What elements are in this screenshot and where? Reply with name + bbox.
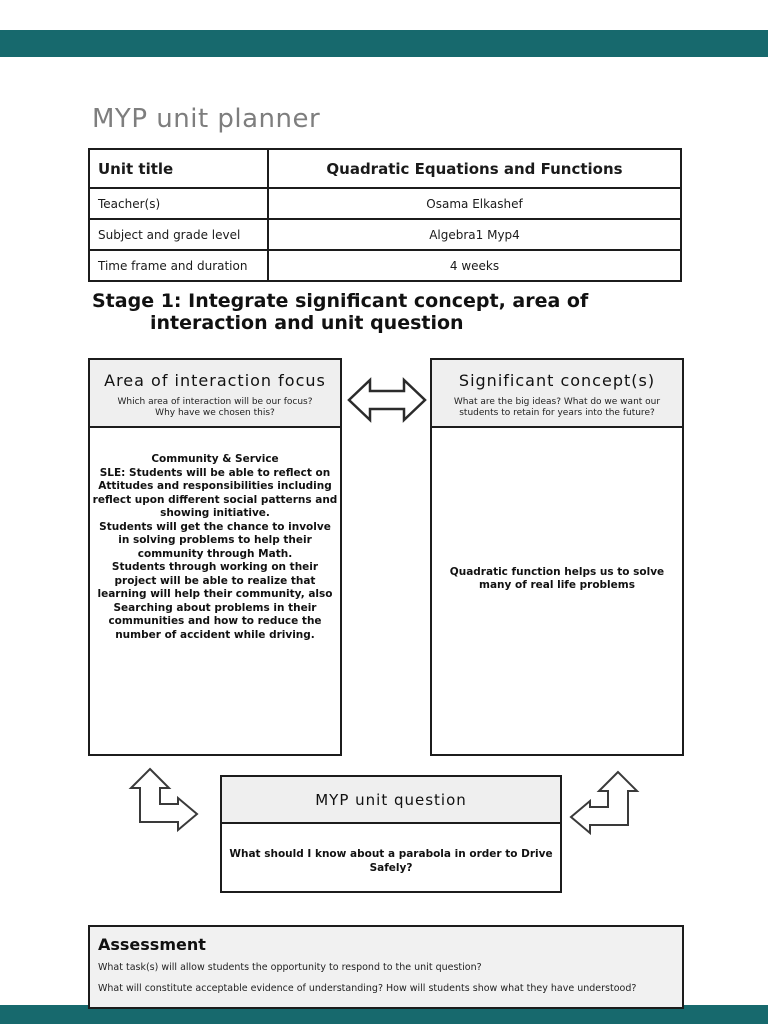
subtitle-line: Why have we chosen this? bbox=[155, 408, 275, 418]
paragraph: Quadratic function helps us to solve man… bbox=[449, 565, 665, 592]
stage1-heading-line1: Stage 1: Integrate significant concept, … bbox=[92, 290, 589, 312]
area-of-interaction-panel: Area of interaction focus Which area of … bbox=[88, 358, 342, 756]
table-row: Time frame and duration 4 weeks bbox=[88, 249, 682, 282]
myp-unit-question-panel: MYP unit question What should I know abo… bbox=[220, 775, 562, 893]
paragraph: Community & Service bbox=[151, 453, 279, 465]
left-right-arrow-icon bbox=[347, 377, 427, 423]
paragraph: Students through working on their projec… bbox=[97, 561, 333, 641]
row-label: Teacher(s) bbox=[88, 187, 269, 220]
panel-title: MYP unit question bbox=[315, 790, 467, 809]
table-row: Subject and grade level Algebra1 Myp4 bbox=[88, 218, 682, 251]
unit-info-table: Unit title Quadratic Equations and Funct… bbox=[88, 148, 682, 282]
bent-arrow-up-right-icon bbox=[128, 767, 199, 833]
paragraph: Students will get the chance to involve … bbox=[99, 520, 331, 560]
row-label: Subject and grade level bbox=[88, 218, 269, 251]
bent-arrow-up-left-icon bbox=[569, 770, 640, 836]
subtitle-line: What are the big ideas? What do we want … bbox=[453, 397, 661, 407]
paragraph: SLE: Students will be able to reflect on… bbox=[92, 466, 338, 520]
panel-title: Area of interaction focus bbox=[104, 371, 326, 390]
subtitle-line: students to retain for years into the fu… bbox=[459, 408, 655, 418]
assessment-question: What will constitute acceptable evidence… bbox=[98, 983, 637, 994]
assessment-title: Assessment bbox=[98, 935, 206, 954]
row-value: Osama Elkashef bbox=[267, 187, 682, 220]
panel-title: Significant concept(s) bbox=[458, 371, 656, 390]
row-label: Unit title bbox=[88, 148, 269, 189]
subtitle-line: Which area of interaction will be our fo… bbox=[117, 397, 313, 407]
stage1-heading-line2: interaction and unit question bbox=[150, 312, 464, 334]
page-title: MYP unit planner bbox=[92, 104, 321, 134]
teal-band-bottom bbox=[0, 1005, 768, 1024]
panel-body: Community & Service SLE: Students will b… bbox=[90, 428, 340, 642]
table-row: Teacher(s) Osama Elkashef bbox=[88, 187, 682, 220]
significant-concept-panel: Significant concept(s) What are the big … bbox=[430, 358, 684, 756]
question-text: What should I know about a parabola in o… bbox=[229, 848, 553, 874]
panel-body: Quadratic function helps us to solve man… bbox=[432, 428, 682, 754]
panel-header: Significant concept(s) What are the big … bbox=[432, 360, 682, 428]
assessment-question: What task(s) will allow students the opp… bbox=[98, 962, 482, 973]
row-value: Quadratic Equations and Functions bbox=[267, 148, 682, 189]
panel-header: Area of interaction focus Which area of … bbox=[90, 360, 340, 428]
panel-subtitle: What are the big ideas? What do we want … bbox=[432, 397, 682, 419]
assessment-panel: Assessment What task(s) will allow stude… bbox=[88, 925, 684, 1009]
teal-band-top bbox=[0, 30, 768, 57]
table-row: Unit title Quadratic Equations and Funct… bbox=[88, 148, 682, 189]
row-value: 4 weeks bbox=[267, 249, 682, 282]
panel-subtitle: Which area of interaction will be our fo… bbox=[90, 397, 340, 419]
row-value: Algebra1 Myp4 bbox=[267, 218, 682, 251]
panel-header: MYP unit question bbox=[222, 777, 560, 824]
row-label: Time frame and duration bbox=[88, 249, 269, 282]
